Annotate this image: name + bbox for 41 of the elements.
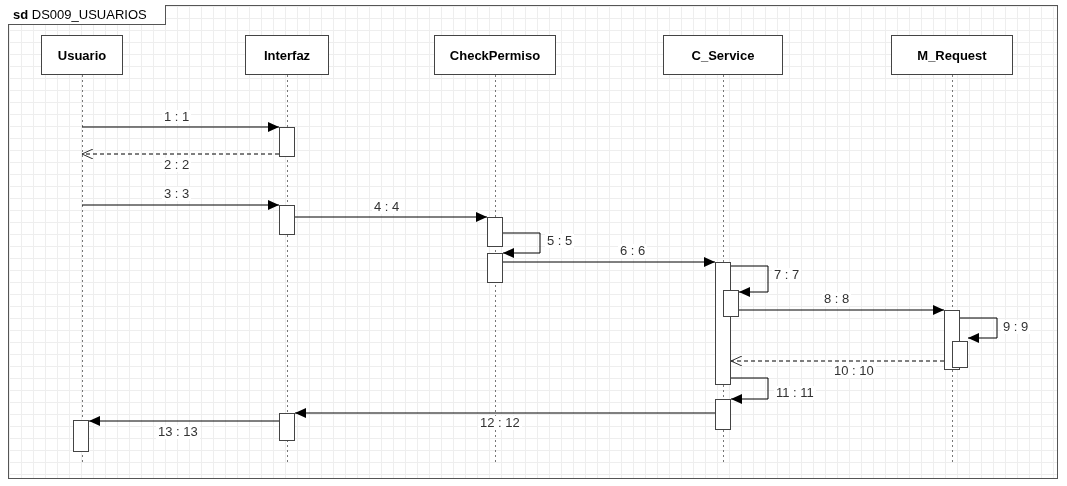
message-arrow [81,200,280,210]
message-arrow [730,377,769,404]
message-label: 13 : 13 [156,425,200,439]
return-message-arrow [730,355,945,367]
message-label: 7 : 7 [772,268,802,282]
message-arrow [294,212,488,222]
message-arrow [502,257,716,267]
activation-bar [723,290,739,317]
message-label: 12 : 12 [478,416,522,430]
message-label: 1 : 1 [162,110,192,124]
message-label: 5 : 5 [545,234,575,248]
message-arrow [88,416,280,426]
message-label: 8 : 8 [822,292,852,306]
activation-bar [279,205,295,235]
lifeline-head: C_Service [663,35,783,75]
message-label: 3 : 3 [162,187,192,201]
message-label: 10 : 10 [832,364,876,378]
message-label: 6 : 6 [618,244,648,258]
message-label: 9 : 9 [1001,320,1031,334]
frame-title: sd DS009_USUARIOS [8,5,166,25]
message-label: 11 : 11 [774,386,816,400]
activation-bar [279,127,295,157]
lifeline-head: Interfaz [245,35,329,75]
activation-bar [487,253,503,283]
return-message-arrow [81,148,280,160]
message-arrow [738,305,945,315]
activation-bar [487,217,503,247]
message-arrow [959,317,998,343]
message-arrow [502,232,541,258]
activation-bar [279,413,295,441]
message-label: 2 : 2 [162,158,192,172]
message-arrow [294,408,716,418]
activation-bar [715,399,731,430]
activation-bar [73,420,89,452]
activation-bar [952,341,968,368]
lifeline-head: Usuario [41,35,123,75]
lifeline-head: M_Request [891,35,1013,75]
lifeline-head: CheckPermiso [434,35,556,75]
message-label: 4 : 4 [372,200,402,214]
message-arrow [81,122,280,132]
message-arrow [730,265,769,297]
